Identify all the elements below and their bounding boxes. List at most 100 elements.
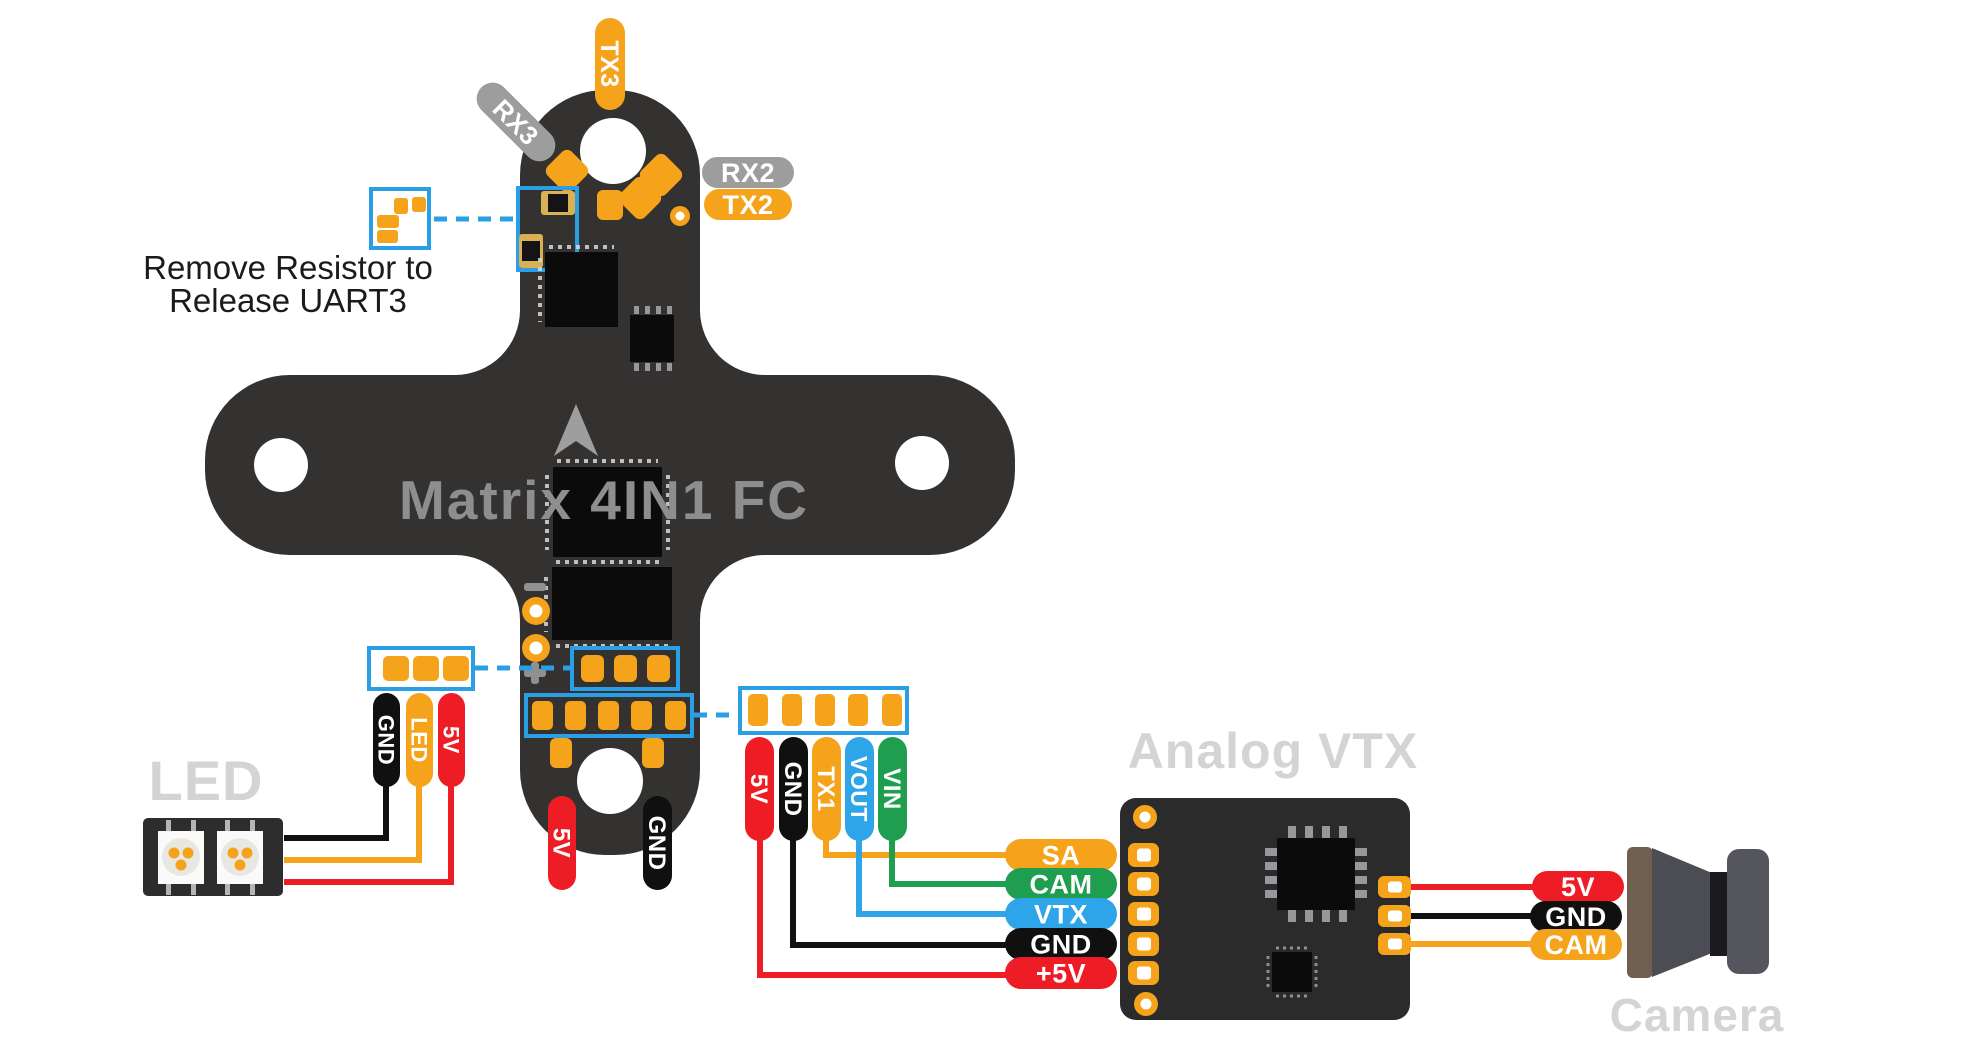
led-title: LED bbox=[149, 749, 264, 812]
led-pill bbox=[406, 693, 433, 787]
mounting-hole bbox=[895, 436, 949, 490]
minus-icon bbox=[524, 583, 546, 591]
solder-pad bbox=[377, 230, 398, 243]
vin-pill bbox=[878, 737, 907, 841]
tx1-pill bbox=[812, 737, 841, 841]
solder-pad bbox=[383, 656, 409, 681]
fc-vtx-connector bbox=[524, 693, 694, 738]
tx3-pill bbox=[595, 18, 625, 110]
5v-wire bbox=[757, 790, 1008, 978]
gnd-wire bbox=[790, 790, 1008, 948]
remove-resistor-note: Remove Resistor to bbox=[143, 249, 433, 286]
chip-pins bbox=[545, 459, 670, 564]
tx3-label: TX3 bbox=[595, 40, 623, 87]
camera-illustration bbox=[1627, 847, 1769, 978]
solder-pad bbox=[412, 197, 426, 212]
5v-pill bbox=[438, 693, 465, 787]
gnd-pill bbox=[643, 796, 672, 890]
fc-top-labels: TX3 RX3 RX2 TX2 bbox=[476, 18, 794, 220]
led-strip-module bbox=[143, 818, 283, 896]
vtx-pill bbox=[1005, 898, 1117, 930]
camera-lens bbox=[1727, 849, 1769, 974]
5v-pill bbox=[1532, 871, 1624, 902]
led-label: LED bbox=[407, 717, 432, 763]
chip-pins bbox=[1265, 826, 1367, 922]
pad-hole bbox=[1137, 966, 1151, 980]
plus5v-label: +5V bbox=[1036, 959, 1086, 989]
vin-label: VIN bbox=[878, 768, 905, 810]
solder-pad bbox=[815, 694, 835, 726]
plus-icon bbox=[524, 662, 546, 684]
fc-bottom-labels: 5V GND bbox=[547, 796, 672, 890]
pad-hole bbox=[1137, 848, 1151, 862]
gnd-label: GND bbox=[643, 816, 670, 871]
chip bbox=[545, 252, 618, 327]
solder-pad bbox=[647, 655, 670, 682]
solder-pad bbox=[631, 701, 652, 730]
camera-barrel-step bbox=[1710, 872, 1728, 956]
chip bbox=[552, 567, 672, 640]
through-hole bbox=[1139, 811, 1151, 823]
vtx-small-chip bbox=[1266, 946, 1318, 998]
chip-mcu bbox=[553, 467, 662, 557]
rx2-label: RX2 bbox=[721, 158, 775, 188]
gnd-pill bbox=[1530, 901, 1622, 932]
solder-pad bbox=[581, 655, 604, 682]
chip bbox=[630, 315, 674, 362]
mounting-hole bbox=[254, 438, 308, 492]
gnd-label: GND bbox=[1030, 930, 1092, 960]
5v-label: 5V bbox=[547, 828, 574, 858]
vout-label: VOUT bbox=[846, 756, 872, 822]
solder-pad bbox=[565, 701, 586, 730]
through-hole bbox=[1140, 998, 1152, 1010]
led-signal-wire bbox=[284, 782, 422, 863]
vtx-title: Analog VTX bbox=[1128, 723, 1419, 779]
chip-pins bbox=[538, 245, 614, 322]
remove-resistor-note: Release UART3 bbox=[169, 282, 407, 319]
fc-chips bbox=[538, 245, 674, 648]
solder-pad bbox=[618, 176, 662, 220]
vtx-label: VTX bbox=[1034, 900, 1088, 930]
solder-pad bbox=[597, 190, 623, 220]
vtx-chip bbox=[1265, 826, 1367, 922]
gnd-label: GND bbox=[1545, 902, 1607, 932]
pad-hole bbox=[1137, 907, 1151, 921]
tx2-label: TX2 bbox=[722, 190, 773, 220]
sa-pill bbox=[1005, 839, 1117, 871]
connector-highlight-box bbox=[570, 646, 680, 691]
solder-pad bbox=[377, 215, 399, 228]
camera-mount-plate bbox=[1627, 847, 1653, 978]
led-cluster: LED GND LED 5V bbox=[143, 646, 570, 896]
gnd-pill bbox=[1005, 928, 1117, 960]
solder-pad bbox=[545, 149, 589, 193]
connector-highlight-box bbox=[524, 693, 694, 738]
solder-pad bbox=[882, 694, 902, 726]
through-hole bbox=[529, 604, 543, 618]
gnd-pill bbox=[779, 737, 808, 841]
orientation-arrow-icon bbox=[554, 404, 598, 456]
chip bbox=[1272, 952, 1312, 992]
pad-hole bbox=[1388, 910, 1402, 922]
cam-pill bbox=[1530, 929, 1622, 960]
led-dome bbox=[162, 838, 200, 876]
mounting-hole bbox=[580, 118, 646, 184]
vin-wire bbox=[889, 790, 1010, 887]
cam-label: CAM bbox=[1030, 870, 1093, 900]
led-dies bbox=[168, 847, 253, 871]
5v-label: 5V bbox=[1561, 872, 1595, 902]
gnd-label: GND bbox=[779, 762, 806, 817]
5v-pill bbox=[548, 796, 576, 890]
solder-pad bbox=[532, 701, 553, 730]
chip bbox=[1277, 838, 1355, 910]
battery-pads bbox=[522, 583, 550, 684]
vtx-left-pads bbox=[1128, 805, 1159, 1016]
pad-hole bbox=[1137, 937, 1151, 951]
gnd-label: GND bbox=[374, 715, 399, 765]
camera-cluster: 5V GND CAM Camera bbox=[1411, 847, 1783, 1041]
solder-pad bbox=[748, 694, 768, 726]
cam-pill bbox=[1005, 868, 1117, 900]
solder-pad bbox=[413, 656, 439, 681]
5v-label: 5V bbox=[439, 726, 464, 754]
vtx-board bbox=[1120, 798, 1410, 1020]
